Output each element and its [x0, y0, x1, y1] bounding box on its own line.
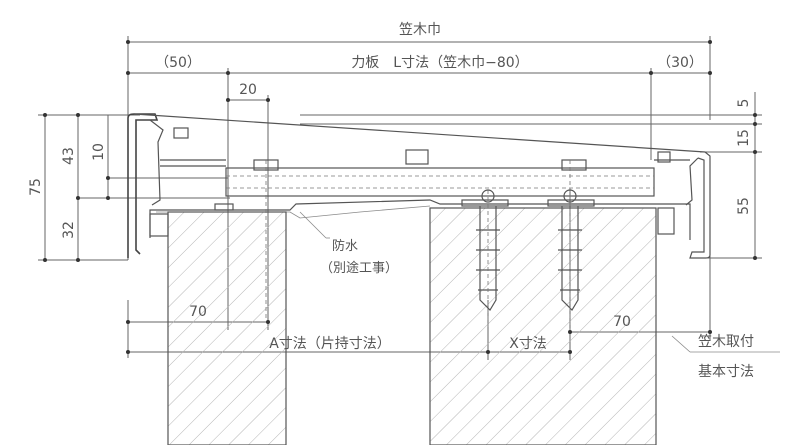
dim-75-label: 75: [28, 178, 44, 196]
dim-55-label: 55: [736, 197, 752, 215]
dim-70-left-label: 70: [189, 304, 207, 320]
coping-width-label: 笠木巾: [399, 22, 441, 38]
dim-70-right-label: 70: [613, 314, 631, 330]
dimension-dots: [43, 40, 757, 354]
dim-15-label: 15: [736, 129, 752, 147]
anchor-bolts: [265, 160, 582, 330]
dim-43-label: 43: [61, 147, 77, 165]
base-dim-line1-label: 笠木取付: [698, 334, 754, 350]
left-allowance-label: （50）: [155, 55, 201, 71]
dim-a-label: A寸法（片持寸法）: [269, 336, 391, 352]
dim-32-label: 32: [61, 221, 77, 239]
stiffener-length-label: 力板 L寸法（笠木巾−80）: [351, 55, 528, 71]
waterproofing-label: 防水: [332, 238, 358, 254]
dim-20-label: 20: [239, 82, 257, 98]
dim-10-label: 10: [91, 143, 107, 161]
dim-5-label: 5: [736, 99, 752, 108]
leader-lines: [299, 211, 780, 353]
base-dim-line2-label: 基本寸法: [698, 363, 754, 380]
right-allowance-label: （30）: [657, 55, 703, 71]
dimension-labels: 笠木巾 （50） 力板 L寸法（笠木巾−80） （30） 20 75 43 10…: [28, 22, 754, 380]
separate-work-label: （別途工事）: [320, 260, 398, 276]
dim-x-label: X寸法: [509, 336, 547, 352]
parapet-walls: [167, 207, 657, 445]
coping-cap: [127, 113, 711, 259]
stiffener-plate: [160, 149, 690, 197]
